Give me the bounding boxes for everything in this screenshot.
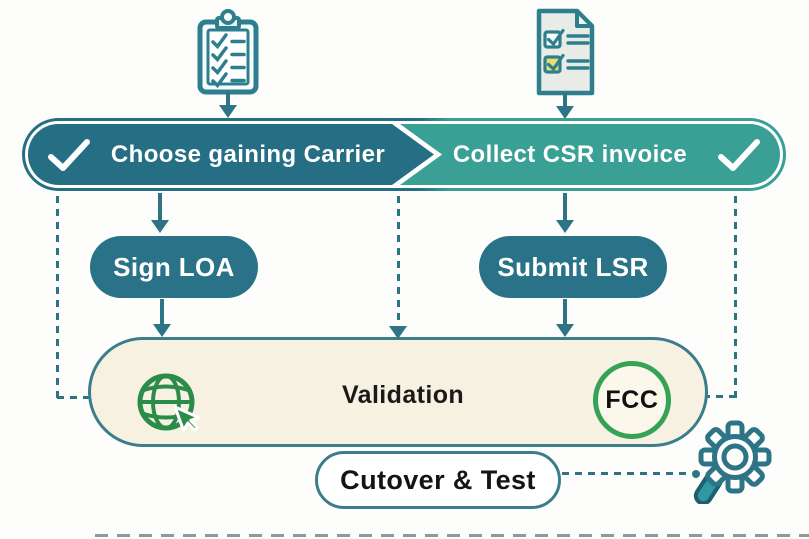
submit-lsr-pill: Submit LSR [479, 236, 667, 298]
arrow-sign-loa-to-validation [153, 299, 171, 337]
cursor-arrow-icon [173, 405, 201, 432]
arrow-clipboard-to-banner [219, 92, 237, 118]
fcc-badge: FCC [593, 361, 671, 439]
banner-step-choose-carrier [28, 124, 434, 185]
dashed-line-right-elbow [703, 395, 735, 398]
dashed-line-left-vertical [56, 196, 59, 398]
cutover-test-label: Cutover & Test [340, 464, 536, 495]
submit-lsr-label: Submit LSR [497, 251, 649, 282]
arrow-submit-lsr-to-validation [556, 299, 574, 337]
clipboard-checklist-icon [197, 9, 259, 95]
bottom-edge-artifact [95, 534, 809, 537]
document-checkboxes-icon [536, 8, 595, 96]
dashed-line-right-vertical [734, 196, 737, 398]
validation-pill: Validation FCC [88, 337, 708, 447]
banner-label-left: Choose gaining Carrier [110, 140, 386, 168]
sign-loa-pill: Sign LOA [90, 236, 258, 298]
dashed-arrow-center-head [389, 326, 407, 339]
banner-white-ring: Choose gaining Carrier Collect CSR invoi… [25, 121, 783, 188]
arrow-banner-to-sign-loa [151, 193, 169, 233]
dashed-line-left-elbow [57, 396, 90, 399]
process-banner: Choose gaining Carrier Collect CSR invoi… [22, 118, 786, 191]
dashed-line-cutover-to-gear [562, 472, 690, 475]
sign-loa-label: Sign LOA [113, 251, 235, 282]
checkmark-icon [718, 138, 760, 171]
dashed-line-end-dot [692, 470, 700, 478]
checkmark-icon [48, 138, 90, 171]
cutover-test-pill: Cutover & Test [315, 451, 561, 509]
arrow-banner-to-submit-lsr [556, 193, 574, 233]
validation-label: Validation [341, 380, 465, 409]
gear-magnifier-icon [693, 420, 772, 504]
banner-label-right: Collect CSR invoice [452, 140, 688, 168]
dashed-arrow-center-shaft [397, 196, 400, 328]
arrow-document-to-banner [556, 93, 574, 119]
fcc-badge-label: FCC [605, 385, 659, 414]
globe-cursor-icon [137, 373, 201, 432]
